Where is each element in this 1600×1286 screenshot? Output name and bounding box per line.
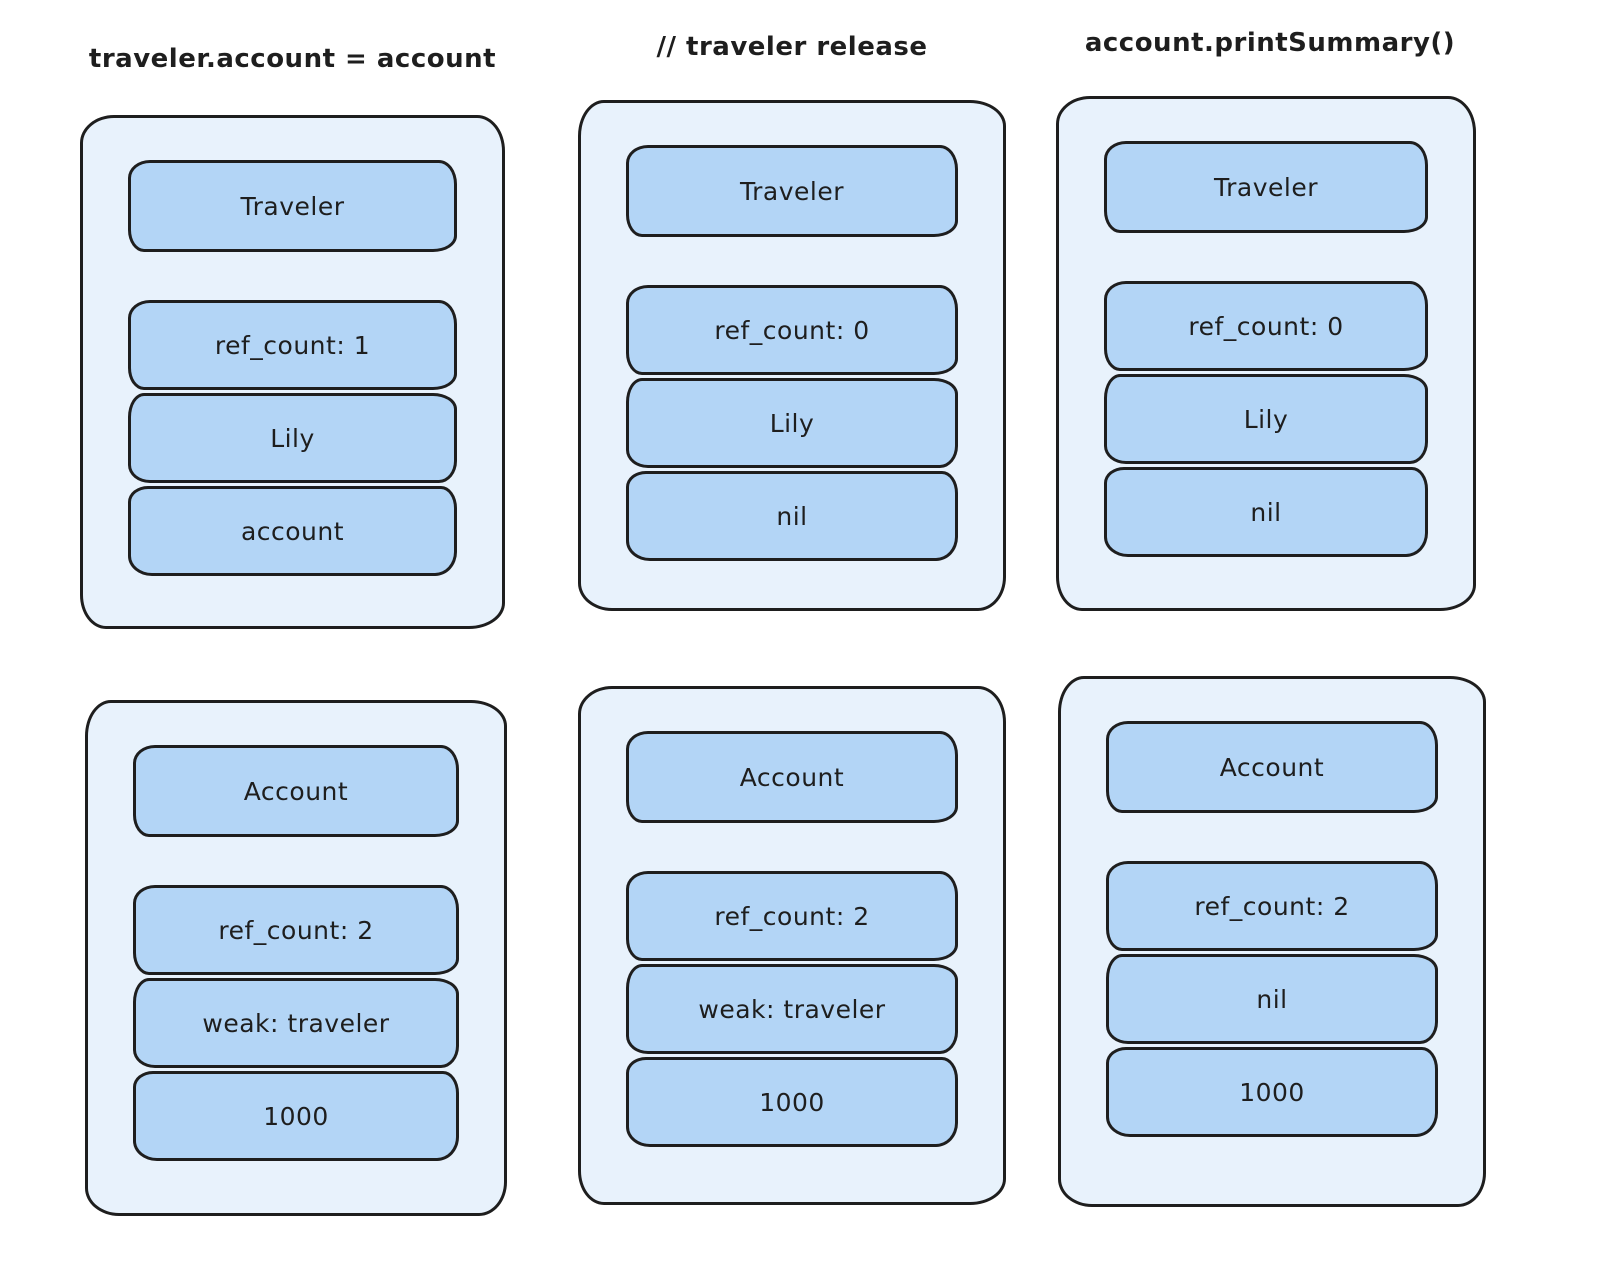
class-name-box: Account — [133, 745, 459, 837]
field-box-ref-count: ref_count: 2 — [1106, 861, 1438, 951]
class-name-box: Account — [1106, 721, 1438, 813]
field-label: 1000 — [1239, 1077, 1305, 1107]
field-label: ref_count: 0 — [1188, 311, 1344, 341]
class-name-box: Traveler — [1104, 141, 1428, 233]
account-object-card: Account ref_count: 2 weak: traveler 1000 — [85, 700, 507, 1216]
class-name-label: Account — [243, 776, 349, 806]
field-label: 1000 — [759, 1087, 825, 1117]
field-box-ref-count: ref_count: 2 — [133, 885, 459, 975]
field-label: weak: traveler — [202, 1008, 390, 1038]
field-box-ref-count: ref_count: 0 — [1104, 281, 1428, 371]
traveler-object-card: Traveler ref_count: 0 Lily nil — [1056, 96, 1476, 611]
class-name-label: Traveler — [740, 176, 844, 206]
field-box-ref-count: ref_count: 2 — [626, 871, 958, 961]
field-box-weak-ref: weak: traveler — [133, 978, 459, 1068]
class-name-label: Account — [739, 762, 845, 792]
field-box-weak-ref: weak: traveler — [626, 964, 958, 1054]
field-box-ref-count: ref_count: 0 — [626, 285, 958, 375]
field-box-ref-count: ref_count: 1 — [128, 300, 457, 390]
field-label: Lily — [270, 423, 315, 453]
column-header-step3: account.printSummary() — [1084, 28, 1456, 58]
field-box-balance: 1000 — [1106, 1047, 1438, 1137]
field-box-account-ref: account — [128, 486, 457, 576]
field-label: ref_count: 2 — [1194, 891, 1350, 921]
field-label: ref_count: 0 — [714, 315, 870, 345]
field-box-weak-ref: nil — [1106, 954, 1438, 1044]
column-header-step1: traveler.account = account — [88, 44, 497, 74]
account-object-card: Account ref_count: 2 weak: traveler 1000 — [578, 686, 1006, 1205]
field-box-balance: 1000 — [133, 1071, 459, 1161]
class-name-box: Account — [626, 731, 958, 823]
traveler-object-card: Traveler ref_count: 1 Lily account — [80, 115, 505, 629]
field-label: ref_count: 1 — [214, 330, 371, 360]
class-name-box: Traveler — [128, 160, 457, 252]
field-label: account — [240, 516, 345, 546]
field-label: nil — [776, 501, 808, 531]
traveler-object-card: Traveler ref_count: 0 Lily nil — [578, 100, 1006, 611]
field-box-account-ref: nil — [626, 471, 958, 561]
class-name-box: Traveler — [626, 145, 958, 237]
field-label: weak: traveler — [698, 994, 886, 1024]
class-name-label: Traveler — [240, 191, 345, 221]
class-name-label: Traveler — [1214, 172, 1318, 202]
field-box-balance: 1000 — [626, 1057, 958, 1147]
field-box-name: Lily — [1104, 374, 1428, 464]
field-label: ref_count: 2 — [714, 901, 870, 931]
column-header-step2: // traveler release — [656, 32, 928, 62]
field-box-account-ref: nil — [1104, 467, 1428, 557]
field-label: nil — [1250, 497, 1282, 527]
field-box-name: Lily — [128, 393, 457, 483]
field-label: Lily — [1243, 404, 1289, 434]
field-label: nil — [1256, 984, 1288, 1014]
account-object-card: Account ref_count: 2 nil 1000 — [1058, 676, 1486, 1207]
field-label: 1000 — [263, 1101, 329, 1131]
field-label: ref_count: 2 — [218, 915, 374, 945]
class-name-label: Account — [1219, 752, 1325, 782]
field-box-name: Lily — [626, 378, 958, 468]
field-label: Lily — [769, 408, 815, 438]
